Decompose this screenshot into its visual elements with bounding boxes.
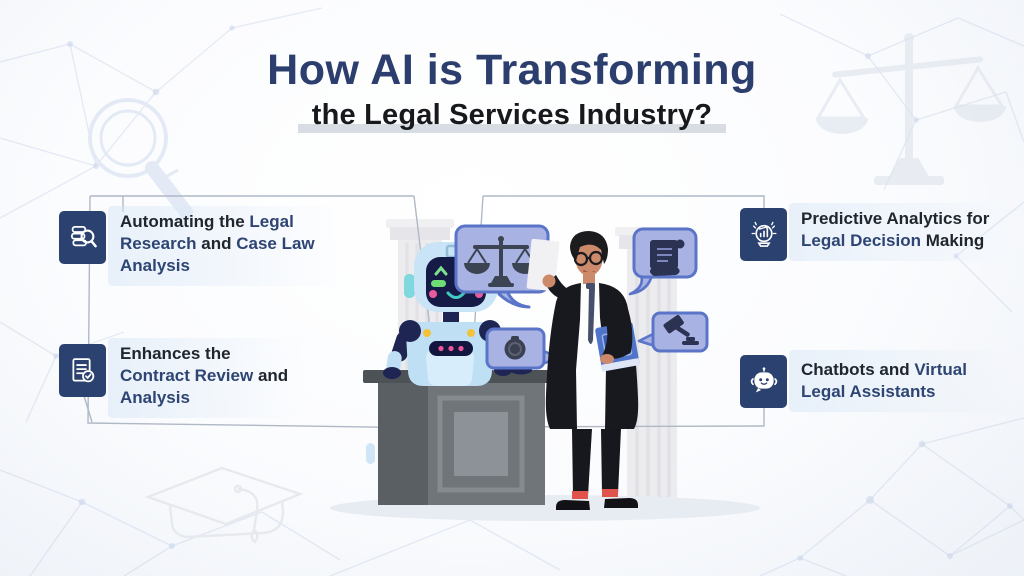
callout-automating-legal-research: Automating the Legal Research and Case L… xyxy=(59,206,342,286)
callout-text: Predictive Analytics for Legal Decision … xyxy=(789,203,1013,261)
callout-text: Chatbots and Virtual Legal Assistants xyxy=(789,350,1013,412)
speech-bubbles xyxy=(454,224,709,370)
title-block: How AI is Transforming the Legal Service… xyxy=(0,46,1024,134)
legal-research-icon xyxy=(59,211,106,264)
page-subtitle: the Legal Services Industry? xyxy=(311,99,713,132)
contract-review-icon xyxy=(59,344,106,397)
podium xyxy=(363,370,557,505)
badge-bubble xyxy=(485,327,560,370)
justice-scales-icon xyxy=(464,236,538,287)
scales-bubble xyxy=(454,224,550,309)
callout-text: Automating the Legal Research and Case L… xyxy=(108,206,342,286)
callout-chatbots: Chatbots and Virtual Legal Assistants xyxy=(740,350,1013,412)
lawyer xyxy=(526,231,640,510)
callout-contract-review: Enhances the Contract Review and Analysi… xyxy=(59,338,306,418)
chatbot-icon xyxy=(740,355,787,408)
predictive-analytics-icon xyxy=(740,208,787,261)
column-right xyxy=(615,227,689,500)
gavel-bubble xyxy=(637,311,709,353)
columns xyxy=(386,219,689,500)
scroll-icon xyxy=(649,239,685,276)
glasses xyxy=(573,250,608,267)
title-underline-bar xyxy=(297,124,727,134)
graduation-cap-outline xyxy=(144,466,304,544)
column-left xyxy=(386,219,454,372)
gavel-icon xyxy=(663,314,699,345)
floor-shadow xyxy=(330,495,760,521)
page-title: How AI is Transforming xyxy=(267,46,757,94)
callout-text: Enhances the Contract Review and Analysi… xyxy=(108,338,306,418)
callout-predictive-analytics: Predictive Analytics for Legal Decision … xyxy=(740,203,1013,261)
scroll-bubble xyxy=(628,227,698,296)
robot xyxy=(383,242,532,386)
blue-book xyxy=(595,322,640,372)
police-badge-icon xyxy=(504,336,526,360)
